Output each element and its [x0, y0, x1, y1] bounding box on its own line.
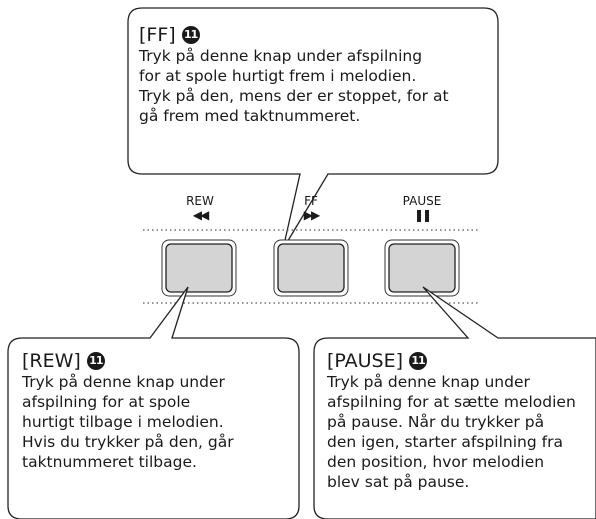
pause-icon: ❚❚ [413, 208, 432, 222]
pause-callout-title: [PAUSE] [327, 350, 404, 372]
rew-callout-title: [REW] [22, 350, 81, 372]
ff-callout-line: Tryk på denne knap under afspilning [139, 47, 423, 65]
ff-callout-line: Tryk på den, mens der er stoppet, for at [139, 87, 449, 105]
number-11-icon: 11 [86, 352, 105, 370]
rew-callout-title-row: [REW] 11 [22, 350, 296, 372]
rew-callout: [REW] 11 Tryk på denne knap under afspil… [22, 350, 296, 472]
number-11-icon: 11 [181, 26, 200, 44]
fast-forward-icon: ▶▶ [303, 208, 320, 222]
pause-callout-line: den igen, starter afspilning fra [327, 433, 563, 451]
rewind-icon: ◀◀ [192, 208, 209, 222]
rew-button-label: REW [186, 194, 214, 208]
pause-callout-line: Tryk på denne knap under [327, 373, 530, 391]
rew-callout-line: taktnummeret tilbage. [22, 453, 197, 471]
rew-callout-line: Hvis du trykker på den, går [22, 433, 234, 451]
ff-callout-bubble [127, 7, 499, 250]
ff-callout: [FF] 11 Tryk på denne knap under afspiln… [139, 24, 494, 126]
pause-button-label: PAUSE [402, 194, 442, 208]
pause-callout-title-row: [PAUSE] 11 [327, 350, 595, 372]
ff-callout-title: [FF] [139, 24, 176, 46]
rew-callout-line: hurtigt tilbage i melodien. [22, 413, 224, 431]
pause-callout-line: på pause. Når du trykker på [327, 413, 545, 431]
pause-button[interactable] [384, 239, 460, 297]
ff-callout-title-row: [FF] 11 [139, 24, 494, 46]
pause-callout-line: afspilning for at sætte melodien [327, 393, 576, 411]
pause-callout-line: blev sat på pause. [327, 473, 470, 491]
ff-callout-line: for at spole hurtigt frem i melodien. [139, 67, 417, 85]
number-11-icon: 11 [409, 352, 428, 370]
pause-callout-line: den position, hvor melodien [327, 453, 545, 471]
pause-callout-bubble [313, 286, 596, 519]
rew-callout-line: afspilning for at spole [22, 393, 191, 411]
rew-callout-line: Tryk på denne knap under [22, 373, 225, 391]
ff-button-label: FF [304, 194, 318, 208]
rew-button[interactable] [161, 239, 237, 297]
pause-callout: [PAUSE] 11 Tryk på denne knap under afsp… [327, 350, 595, 492]
ff-button[interactable] [273, 239, 349, 297]
ff-callout-line: gå frem med taktnummeret. [139, 107, 361, 125]
